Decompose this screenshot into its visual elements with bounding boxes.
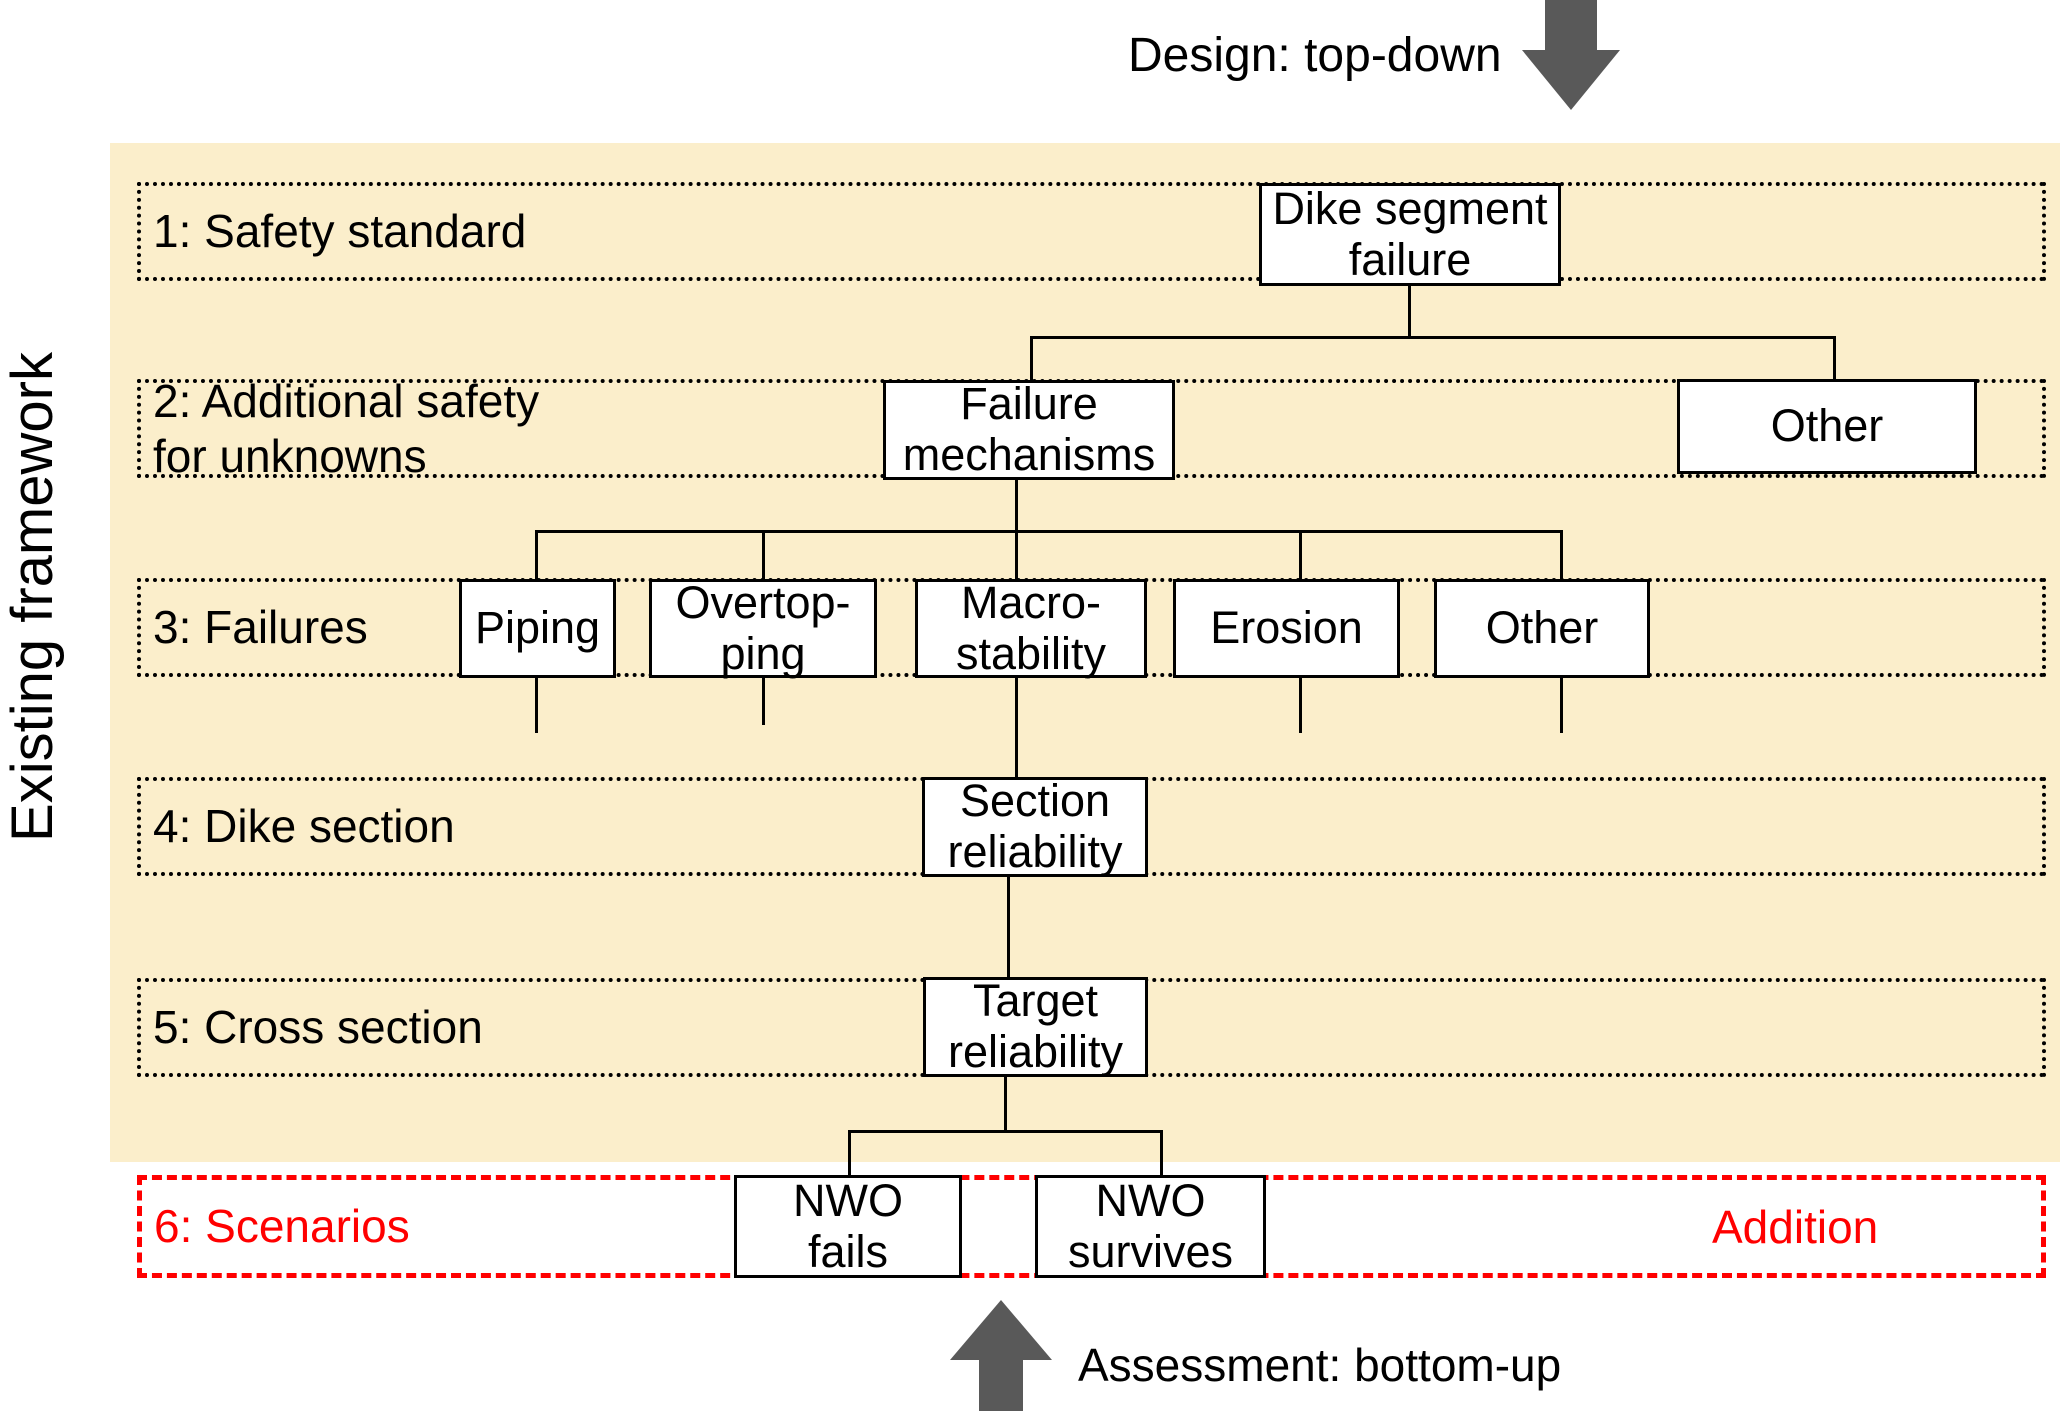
node-nwo-fails: NWO fails: [734, 1175, 962, 1278]
node-erosion: Erosion: [1173, 579, 1400, 678]
level-band-1: 1: Safety standard: [137, 182, 2046, 281]
connector-stub: [535, 677, 538, 733]
connector-stub: [762, 677, 765, 725]
node-dike-segment-failure: Dike segment failure: [1259, 183, 1561, 286]
node-other-level2: Other: [1677, 379, 1977, 474]
existing-framework-label: Existing framework: [0, 352, 65, 842]
design-down-arrow-icon: [1522, 0, 1620, 110]
level-label-4: 4: Dike section: [153, 800, 455, 853]
connector-line: [1015, 530, 1018, 580]
assessment-bottom-up-label: Assessment: bottom-up: [1078, 1339, 1562, 1391]
connector-line: [1408, 285, 1411, 338]
connector-line: [1004, 1075, 1007, 1132]
node-nwo-survives: NWO survives: [1035, 1175, 1266, 1278]
connector-line: [1015, 480, 1018, 532]
node-macro-stability: Macro- stability: [915, 577, 1147, 678]
connector-line: [1007, 875, 1010, 979]
connector-line: [848, 1130, 1163, 1133]
connector-line: [1030, 336, 1836, 339]
node-overtopping: Overtop- ping: [649, 577, 877, 678]
connector-line: [1560, 530, 1563, 580]
node-piping: Piping: [459, 579, 616, 678]
connector-line: [1030, 336, 1033, 382]
level-label-6: 6: Scenarios: [154, 1200, 410, 1253]
connector-line: [1015, 677, 1018, 779]
design-top-down-label: Design: top-down: [1128, 29, 1502, 82]
connector-stub: [1299, 677, 1302, 733]
node-target-reliability: Target reliability: [923, 975, 1148, 1077]
level-label-3: 3: Failures: [153, 601, 368, 654]
connector-line: [535, 530, 538, 580]
connector-line: [848, 1130, 851, 1177]
connector-stub: [1560, 677, 1563, 733]
assessment-up-arrow-icon: [950, 1300, 1052, 1411]
connector-line: [762, 530, 765, 580]
connector-line: [1160, 1130, 1163, 1177]
node-other-level3: Other: [1434, 579, 1650, 678]
level-label-1: 1: Safety standard: [153, 205, 527, 258]
level-label-2: 2: Additional safety for unknowns: [153, 375, 540, 482]
connector-line: [535, 530, 1563, 533]
node-failure-mechanisms: Failure mechanisms: [883, 378, 1175, 480]
level-label-5: 5: Cross section: [153, 1001, 483, 1054]
connector-line: [1833, 336, 1836, 381]
connector-line: [1299, 530, 1302, 580]
addition-label: Addition: [1712, 1201, 1879, 1253]
node-section-reliability: Section reliability: [922, 775, 1148, 877]
